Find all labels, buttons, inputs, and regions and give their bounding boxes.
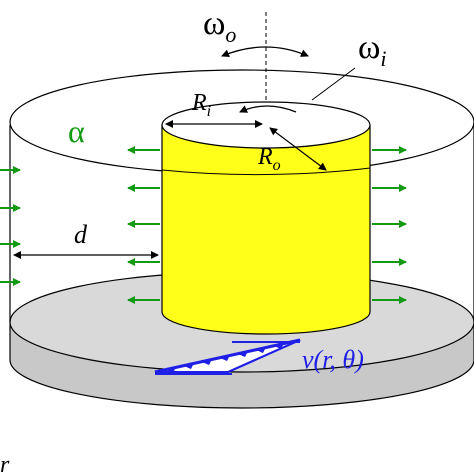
- left-force-arrows: [127, 146, 160, 304]
- alpha-label: α: [68, 113, 85, 149]
- outer-rotation-arrow: [221, 46, 309, 58]
- omega-outer-label: ωo: [203, 5, 236, 47]
- omega-i-pointer: [311, 67, 356, 101]
- gap-label: d: [74, 220, 88, 249]
- ro-dimension: [269, 127, 327, 171]
- inner-rotation-arrow: [239, 105, 297, 113]
- velocity-label: v(r, θ): [302, 345, 364, 374]
- radius-outer-label: Ro: [257, 144, 281, 174]
- outer-rim-front: [161, 167, 371, 176]
- velocity-profile: [154, 338, 301, 375]
- right-force-arrows: [372, 146, 407, 304]
- inner-cylinder-body: [161, 124, 371, 335]
- wall-force-arrows: [0, 166, 21, 286]
- radius-inner-label: Ri: [191, 90, 211, 120]
- omega-inner-label: ωi: [358, 29, 387, 71]
- corner-fragment-label: r: [0, 452, 10, 474]
